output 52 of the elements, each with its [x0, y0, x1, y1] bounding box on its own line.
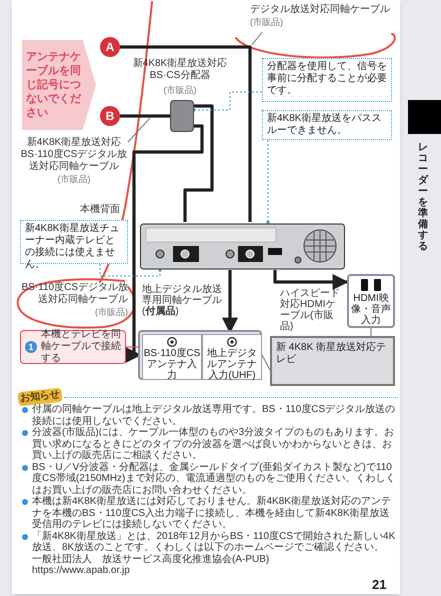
leader-line [100, 264, 162, 276]
callout-box [262, 110, 392, 140]
note-text: 一般社団法人 放送サービス高度化推進協会(A-PUB) [31, 554, 270, 565]
section-title: レコーダーを準備する [418, 142, 430, 254]
cable-label-text: デジタル放送対応同軸ケーブル [250, 4, 391, 16]
callout-text: 新4K8K衛星放送をパススルーできません。 [267, 113, 382, 137]
instruction-text: 本機とテレビを同軸ケーブルで接続する [41, 329, 121, 365]
hdmi-panel [347, 274, 395, 328]
cable [183, 104, 214, 222]
cable-label: ハイスピード対応HDMIケーブル(市販品) [280, 288, 341, 332]
leader-line [370, 328, 372, 336]
antenna-input-panel [138, 330, 262, 380]
leader-line [252, 32, 262, 46]
note-text: 分波器(市販品)には、ケーブル一体型のものや3分波タイプのものもあります。お買い求めになるときにどのタイプの分波器を選べば良いかわからないときは、お買い上げの販売店にご相談ください。 [32, 427, 396, 462]
input-port [202, 334, 262, 380]
tv-label: 新 4K8K 衛星放送対応テレビ [276, 342, 388, 366]
cable [120, 45, 252, 222]
cable-note: (市販品) [56, 173, 92, 185]
instruction-text: アンテナケーブルを同じ記号につないでください [26, 50, 82, 120]
note-text: 付属の同軸ケーブルは地上デジタル放送専用です。BS・110度CSデジタル放送の接続には使用しないでください。 [32, 404, 396, 426]
cable-note: (市販品) [94, 306, 128, 318]
input-port [142, 334, 202, 380]
cable [126, 124, 204, 363]
leader-line [262, 354, 270, 370]
callout-text: 新4K8K衛星放送チューナー内蔵テレビとの接続には使えません。 [25, 223, 120, 271]
note-text: https://www.apab.or.jp [31, 565, 131, 576]
note-text: BS・U／V分波器・分配器は、金属シールドタイプ(亜鉛ダイカスト製など)で110度CS帯域(2150MHz)まで対応の、電流通過型のものをご使用ください。くわしくはお買い上げの販売店にお問い合わせください。 [32, 462, 396, 496]
port-label: HDMI映像・音声入力 [350, 293, 392, 326]
cable [120, 114, 170, 118]
number-badge: 1 [25, 341, 37, 353]
port-label: 地上デジタルアンテナ入力(UHF) [206, 348, 258, 381]
part-label: 本機背面 [80, 204, 121, 216]
port-label: BS·110度CSアンテナ入力 [143, 348, 201, 381]
callout-text: 分配器を使用して、信号を事前に分配することが必要です。 [267, 61, 387, 97]
part-note: (市販品) [162, 84, 198, 96]
note-text: 「新4K8K衛星放送」とは、2018年12月からBS・110度CSで開始された新しい4K放送、8K放送のことです。くわしくは以下のホームページでご確認ください。 [32, 530, 396, 554]
recorder-drawing [140, 222, 345, 270]
tv-screen [270, 336, 395, 386]
marker-letter: A [106, 41, 114, 53]
leader-line [128, 118, 150, 142]
instruction-label [20, 330, 126, 364]
note-text: 本機は新4K8K衛星放送には対応しておりません。新4K8K衛星放送対応のアンテナを本機のBS・110度CS入出力端子に接続し、本機を経由して新4K8K衛星放送受信用のテレビには接続しないでください。 [32, 496, 392, 530]
marker-letter: B [106, 110, 114, 122]
cable-label: 地上デジタル放送専用同軸ケーブル(付属品) [142, 284, 223, 319]
leader-line [266, 140, 270, 224]
page-number: 21 [372, 578, 388, 592]
cable-note: (市販品) [250, 16, 284, 28]
cable-label-text: 新4K8K衛星放送対応BS·110度CSデジタル放送対応同軸ケーブル [20, 137, 128, 173]
splitter-box [170, 100, 194, 132]
leader-line [126, 346, 138, 348]
leader-line [192, 92, 262, 112]
cable [273, 270, 349, 290]
